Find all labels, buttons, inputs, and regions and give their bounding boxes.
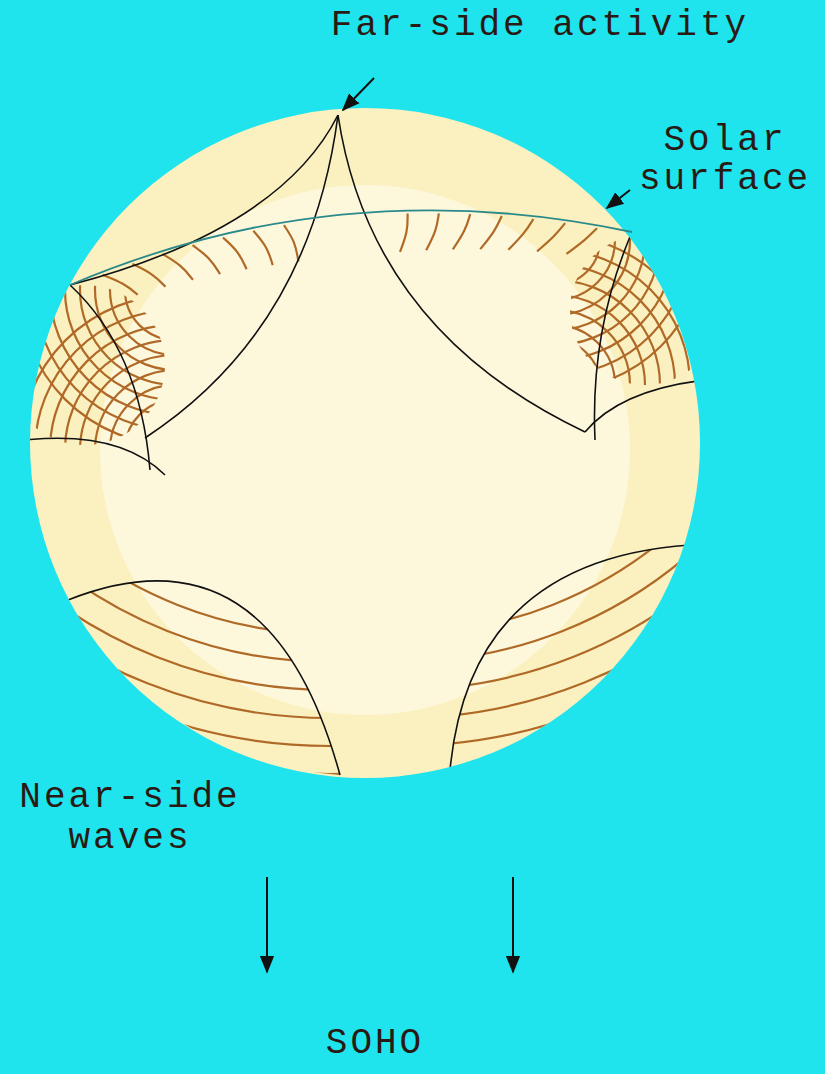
wave-arc: [0, 0, 825, 746]
label-box: Near-side waves: [10, 780, 250, 862]
wave-arc: [480, 216, 501, 249]
wave-arc: [0, 0, 688, 578]
wave-arc: [465, 150, 645, 330]
ray-path: [70, 285, 150, 470]
skip-arc: [70, 210, 632, 285]
wave-arc: [50, 325, 300, 575]
wave-arc: [0, 0, 716, 606]
wave-arc: [453, 214, 470, 249]
wave-arc: [405, 90, 705, 390]
ray-path: [68, 581, 340, 775]
wave-arc: [0, 0, 744, 634]
wave-arc: [495, 180, 615, 300]
wave-arc: [0, 0, 825, 746]
wave-arc: [508, 219, 533, 250]
wave-arc: [495, 325, 615, 445]
wave-arc: [405, 235, 705, 535]
wave-arc: [80, 195, 270, 385]
wave-arc: [400, 214, 408, 252]
wave-arc: [0, 0, 825, 662]
wave-arc: [480, 310, 630, 460]
wave-arc: [480, 165, 630, 315]
label-box: Solar surface: [625, 124, 825, 202]
wave-arc: [0, 0, 825, 774]
wave-arc: [0, 0, 800, 690]
wave-arc: [420, 250, 690, 520]
leader-arrow: [607, 190, 630, 208]
label-box: Far-side activity: [320, 6, 760, 51]
wave-arc: [102, 275, 137, 295]
wave-arc: [0, 0, 825, 802]
ray-paths: [25, 115, 705, 775]
wave-arc: [426, 213, 439, 250]
ray-path: [450, 545, 690, 770]
wave-arc: [420, 105, 690, 375]
wave-arc: [110, 225, 240, 355]
wave-arc: [566, 228, 597, 254]
wave-arc: [35, 310, 315, 590]
wave-arc: [0, 0, 825, 774]
wave-arc: [125, 400, 225, 500]
wave-paths: [0, 0, 825, 802]
wave-arc: [95, 210, 255, 370]
wave-arc: [42, 0, 758, 578]
ray-path: [585, 380, 705, 432]
wave-arc: [253, 231, 272, 265]
wave-arc: [50, 165, 300, 415]
wave-arc: [125, 240, 225, 340]
wave-arc: [435, 120, 675, 360]
ray-path: [594, 232, 632, 440]
ray-path: [145, 115, 338, 438]
wave-arc: [0, 0, 660, 550]
wave-arc: [537, 223, 565, 251]
wave-arc: [0, 0, 825, 690]
wave-arc: [0, 0, 825, 718]
wave-arc: [65, 340, 285, 560]
wave-arc: [14, 0, 786, 606]
wave-arc: [65, 180, 285, 400]
callout-label: Near-side waves: [19, 777, 240, 859]
label-box: SOHO: [320, 1024, 430, 1069]
wave-arc: [0, 0, 772, 662]
wave-arc: [70, 0, 730, 550]
wave-arc: [132, 264, 165, 287]
wave-arc: [95, 370, 255, 530]
observer-label: SOHO: [326, 1023, 424, 1064]
direction-arrow: [266, 877, 268, 972]
leader-arrow: [343, 78, 374, 110]
wave-arc: [435, 265, 675, 505]
wave-arc: [284, 225, 298, 261]
wave-arc: [0, 0, 825, 718]
wave-arc: [450, 280, 660, 490]
ray-path: [25, 438, 165, 475]
ray-path: [338, 115, 585, 432]
callout-label: Far-side activity: [331, 5, 749, 46]
wave-arc: [510, 195, 600, 285]
callout-label: Solar surface: [639, 120, 811, 200]
wave-arc: [162, 254, 192, 280]
wave-arc: [110, 385, 240, 515]
ray-path: [70, 115, 338, 285]
wave-arc: [223, 237, 247, 269]
wave-arc: [465, 295, 645, 475]
wave-arc: [80, 355, 270, 545]
direction-arrow: [512, 877, 514, 972]
solar-disc: [30, 108, 700, 778]
wave-arc: [0, 0, 825, 802]
wave-arc: [0, 0, 814, 634]
wave-arc: [193, 245, 220, 274]
wave-arc: [20, 295, 330, 605]
